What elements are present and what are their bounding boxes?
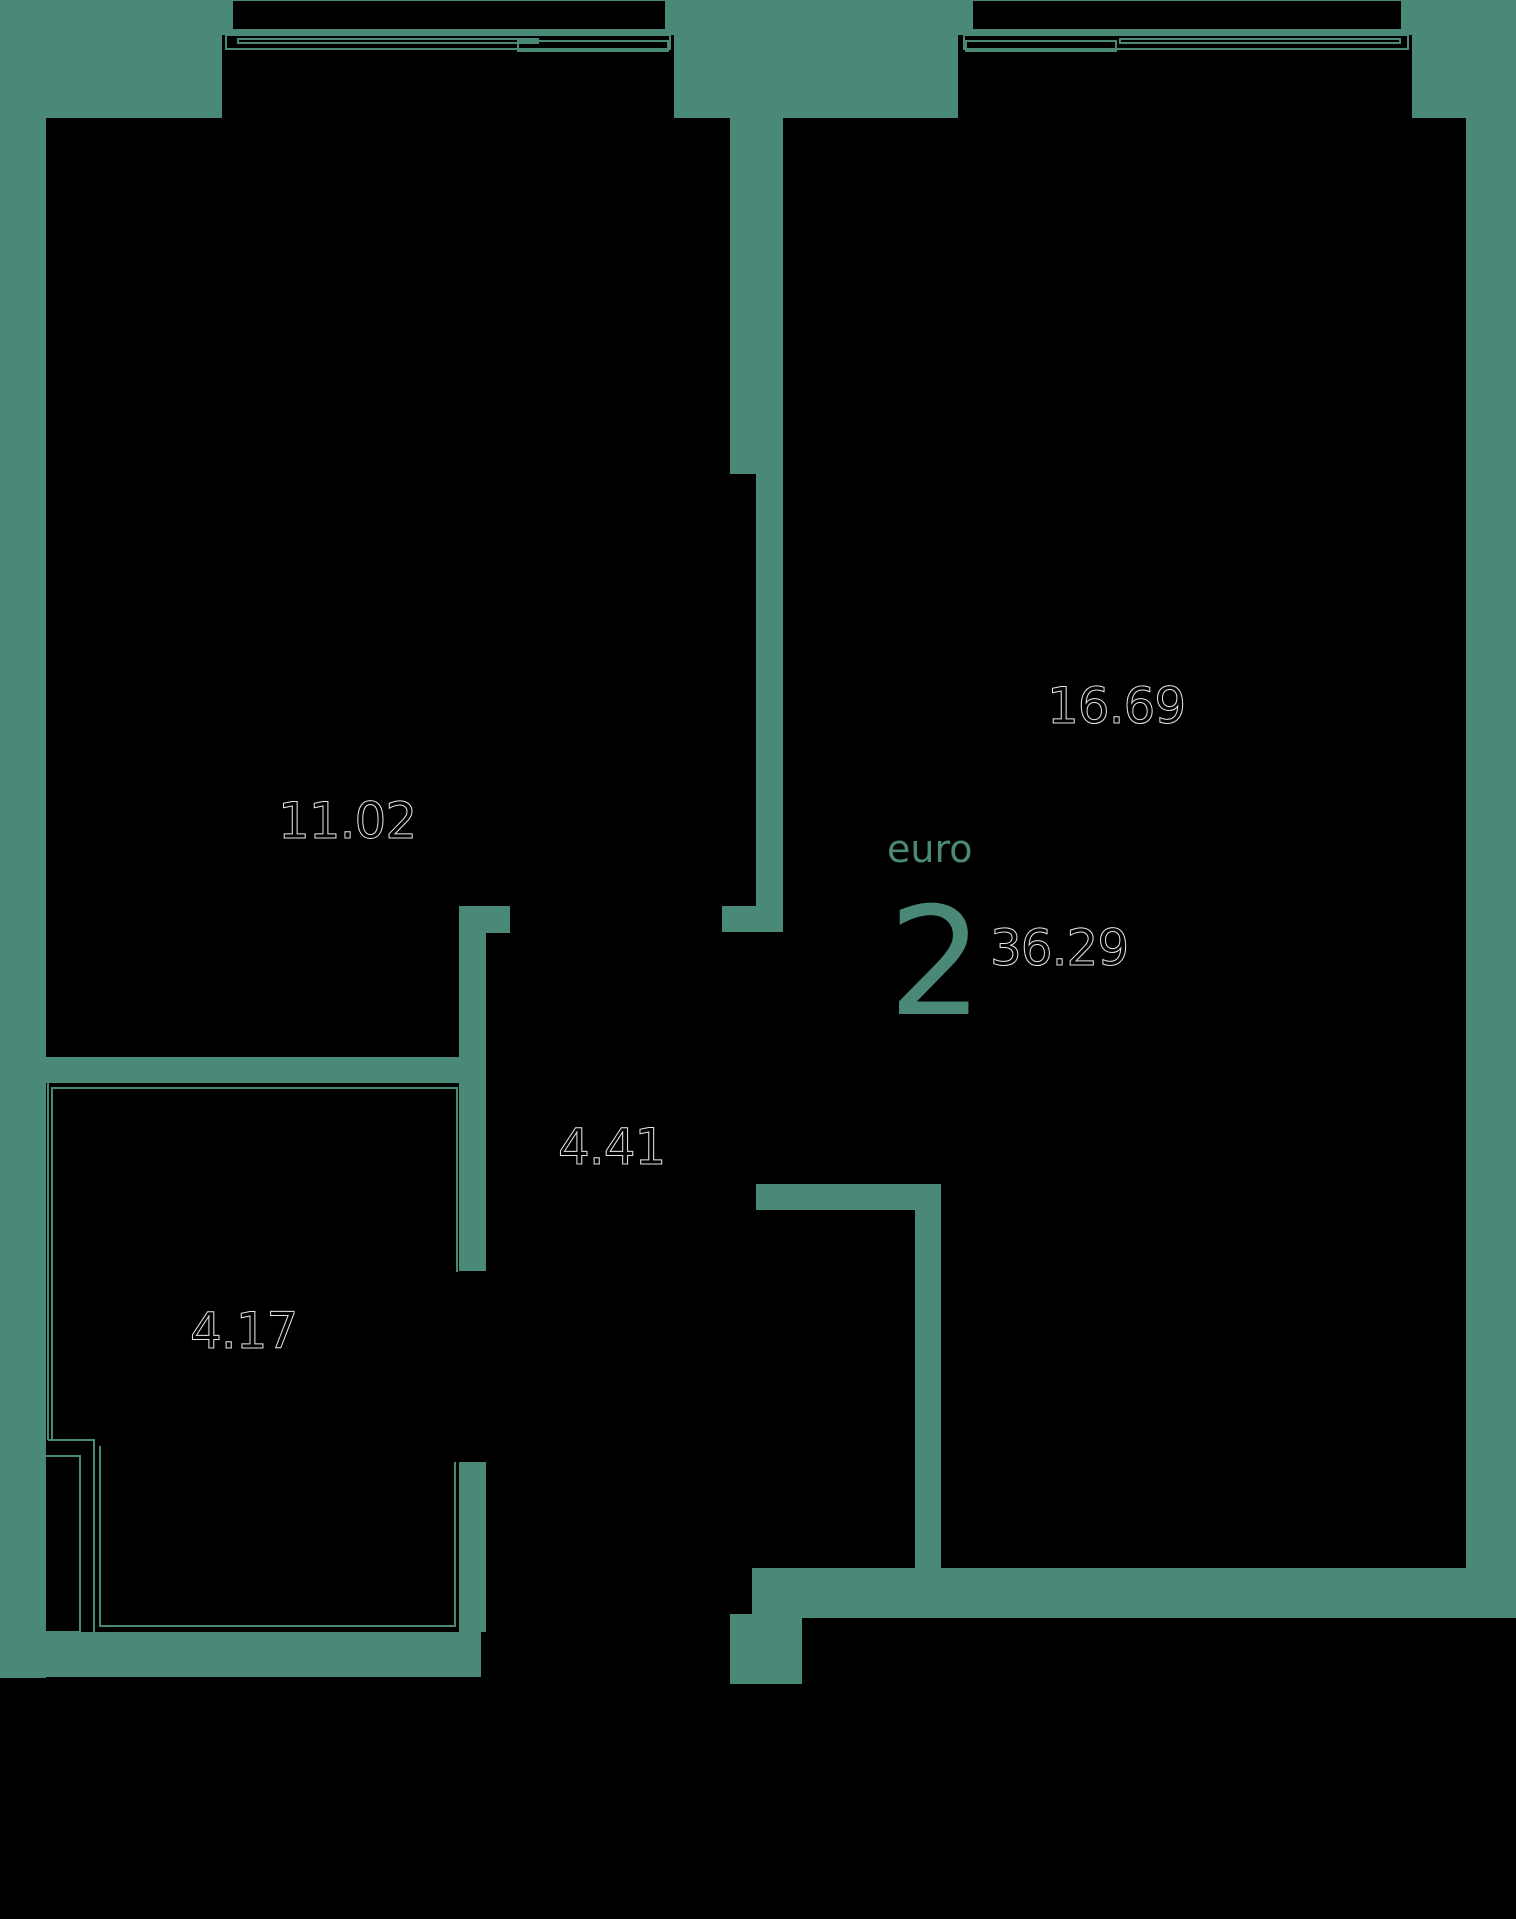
- window-right: [963, 34, 1409, 52]
- partition-bedroom-bath: [46, 1057, 486, 1083]
- partition-kitchen-vertical: [915, 1184, 941, 1568]
- partition-bedroom-living-upper: [730, 118, 783, 474]
- partition-kitchen-top: [756, 1184, 941, 1210]
- partition-hall-left: [459, 906, 486, 1271]
- top-wall-left-pier: [0, 0, 222, 118]
- partition-bedroom-living-lower: [756, 474, 783, 932]
- outer-wall-bottom-left: [0, 1632, 481, 1677]
- top-wall-right-pier: [1412, 0, 1516, 118]
- apartment-class-label: euro: [887, 827, 973, 871]
- outer-wall-right: [1466, 118, 1516, 1598]
- outer-wall-bottom-right: [752, 1568, 1516, 1618]
- bathroom-outline: [43, 1083, 458, 1633]
- partition-hall-bath-lower: [459, 1462, 486, 1632]
- room-area-living-kitchen: 16.69: [1047, 677, 1185, 735]
- room-area-hallway: 4.41: [558, 1118, 665, 1176]
- door-jamb-living: [722, 906, 756, 932]
- apartment-total-area: 36.29: [990, 919, 1128, 977]
- entrance-pier: [730, 1614, 802, 1684]
- room-area-bathroom: 4.17: [190, 1302, 297, 1360]
- room-area-bedroom: 11.02: [278, 792, 416, 850]
- entrance-jamb: [752, 1568, 802, 1614]
- top-wall-center-pier: [674, 0, 958, 118]
- apartment-room-count: 2: [888, 876, 983, 1050]
- window-left: [225, 34, 671, 52]
- outer-wall-left: [0, 118, 46, 1678]
